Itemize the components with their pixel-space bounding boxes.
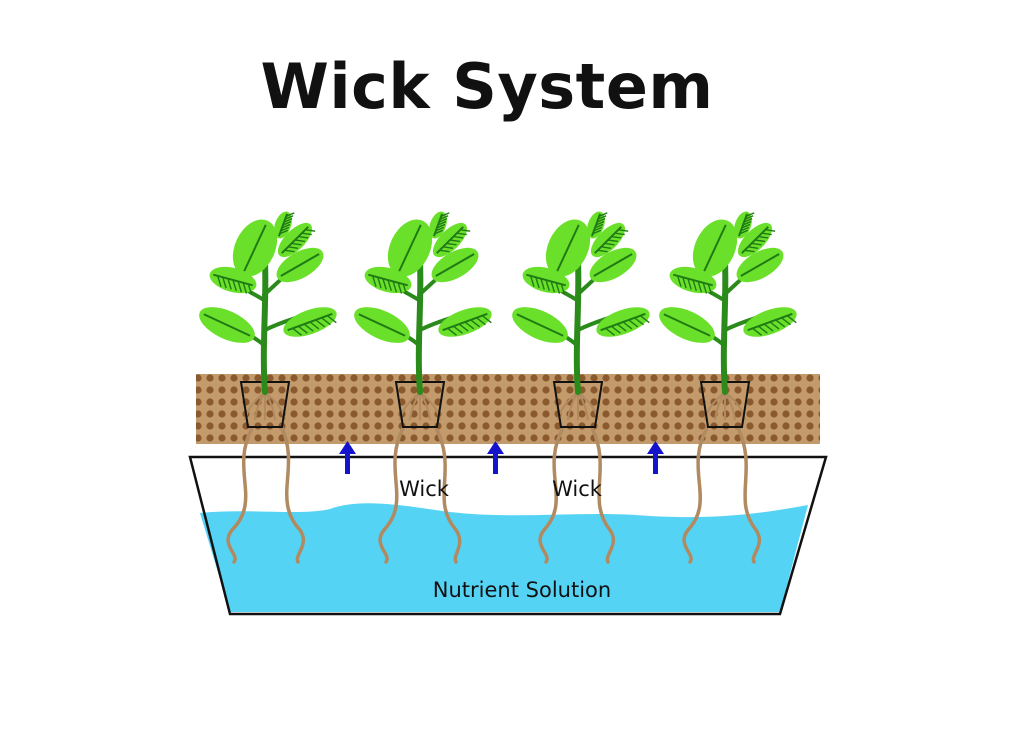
plants — [199, 211, 797, 428]
diagram-title: Wick System — [260, 50, 714, 123]
reservoir-tank — [188, 455, 828, 616]
net-pot — [394, 381, 446, 428]
capillary-arrows — [339, 441, 664, 474]
wick-label-2: Wick — [552, 477, 603, 501]
arrow-up-icon — [339, 441, 356, 474]
arrow-up-icon — [487, 441, 504, 474]
net-pot — [552, 381, 604, 428]
net-pot — [239, 381, 291, 428]
plant-2 — [354, 211, 492, 428]
arrow-up-icon — [647, 441, 664, 474]
net-pot — [699, 381, 751, 428]
plant-3 — [512, 211, 650, 428]
medium-pellets — [196, 374, 820, 444]
plant-1 — [199, 211, 337, 428]
wick-label-1: Wick — [399, 477, 450, 501]
nutrient-solution-label: Nutrient Solution — [433, 578, 611, 602]
wick-roots — [226, 426, 762, 564]
plant-4 — [659, 211, 797, 428]
nutrient-solution-water — [200, 503, 808, 612]
